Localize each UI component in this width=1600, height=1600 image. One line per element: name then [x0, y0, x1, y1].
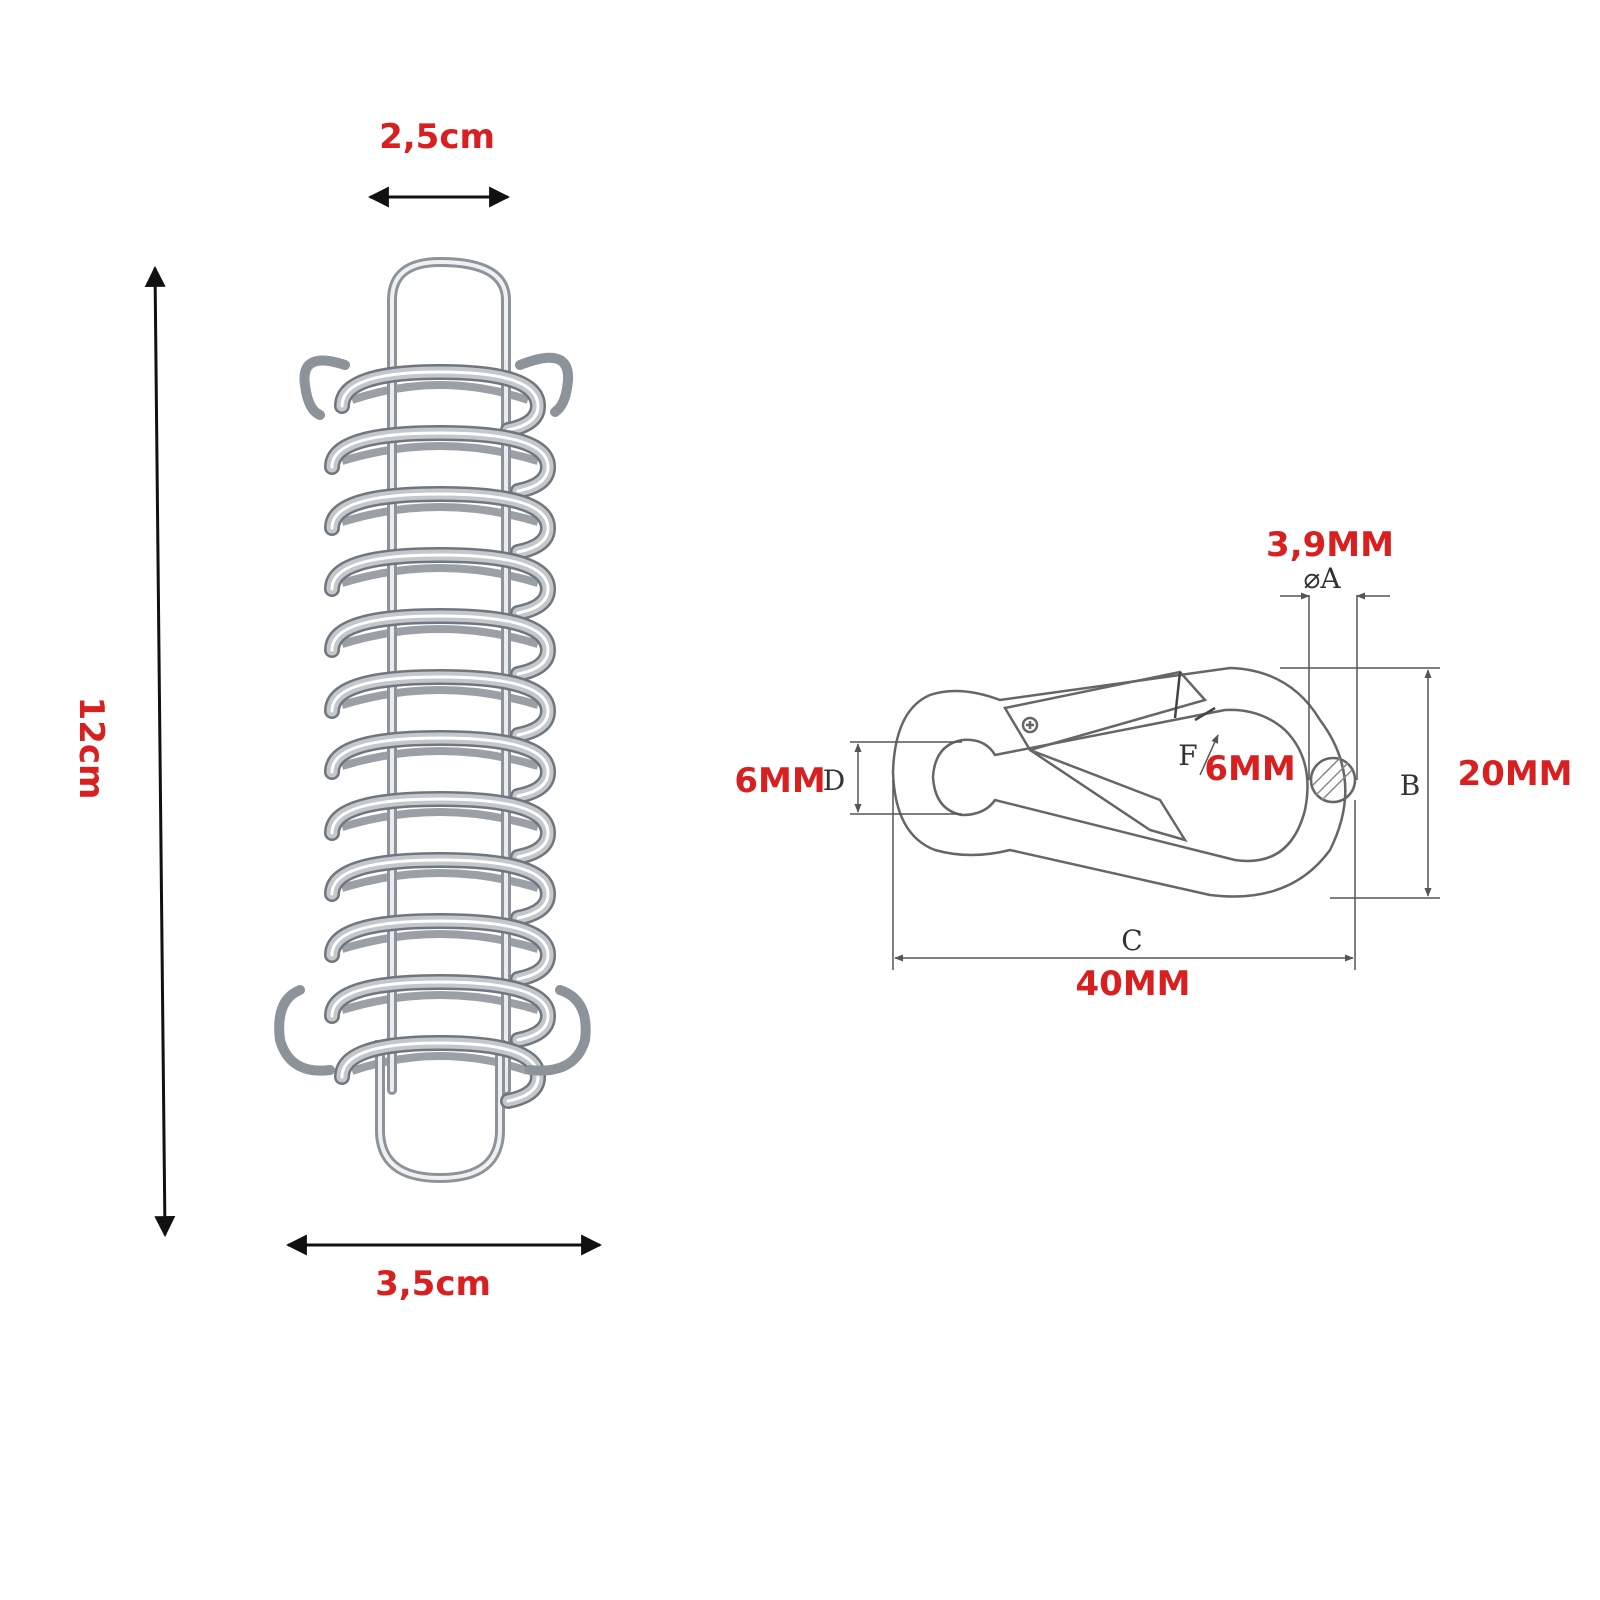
dimension-b-value: 20MM — [1458, 754, 1573, 794]
spring-width-bottom-label: 3,5cm — [375, 1264, 491, 1304]
spring-width-top-label: 2,5cm — [379, 117, 495, 157]
spring-inner-coil — [340, 869, 540, 892]
dimension-f-letter: F — [1178, 739, 1197, 772]
spring-coil — [324, 912, 557, 987]
spring-inner-coil — [340, 930, 540, 953]
spring-inner-coil — [340, 503, 540, 526]
carabiner-outer-outline — [891, 666, 1347, 898]
spring-coil — [324, 485, 557, 560]
spring-bottom-left-hook — [274, 985, 335, 1076]
spring-tensioner — [274, 256, 591, 1184]
spring-bottom-right-hook — [525, 985, 591, 1076]
carabiner-drawing — [891, 666, 1357, 898]
spring-outer-coils — [324, 363, 557, 1109]
spring-top-right-hook — [515, 352, 574, 417]
dimension-f-value: 6MM — [1204, 749, 1295, 789]
spring-inner-coils — [340, 381, 540, 1075]
spring-coil — [324, 973, 557, 1048]
dimension-c-letter: C — [1121, 924, 1142, 957]
spring-coil — [324, 790, 557, 865]
spring-inner-coil — [340, 747, 540, 770]
spring-inner-coil — [340, 442, 540, 465]
spring-coil — [324, 729, 557, 804]
spring-coil — [334, 363, 547, 438]
spring-coil — [324, 607, 557, 682]
carabiner-gate — [1003, 670, 1208, 752]
spring-coil — [324, 851, 557, 926]
dimension-a-symbol: ⌀A — [1303, 562, 1341, 595]
spring-inner-coil — [340, 564, 540, 587]
spring-inner-coil — [340, 808, 540, 831]
spring-top-left-hook — [299, 355, 350, 420]
dimension-a-value: 3,9MM — [1266, 525, 1394, 565]
spring-coil — [324, 546, 557, 621]
spring-height-label: 12cm — [71, 697, 111, 800]
spring-coil — [324, 424, 557, 499]
spring-inner-coil — [340, 625, 540, 648]
spring-coil — [334, 1034, 547, 1109]
carabiner-gate-pin — [1021, 716, 1039, 734]
dimension-d-letter: D — [823, 764, 845, 797]
dimension-c-value: 40MM — [1076, 964, 1191, 1004]
spring-inner-coil — [340, 991, 540, 1014]
dimension-d-value: 6MM — [734, 761, 825, 801]
spring-inner-coil — [340, 686, 540, 709]
spring-top-loop — [387, 256, 511, 360]
spring-height-arrow — [144, 265, 176, 1238]
dimension-b-letter: B — [1400, 769, 1421, 802]
carabiner-wire-section — [1309, 756, 1357, 804]
carabiner-dimension-lines — [850, 592, 1440, 970]
carabiner-inner-outline — [931, 708, 1309, 863]
spring-coil — [324, 668, 557, 743]
